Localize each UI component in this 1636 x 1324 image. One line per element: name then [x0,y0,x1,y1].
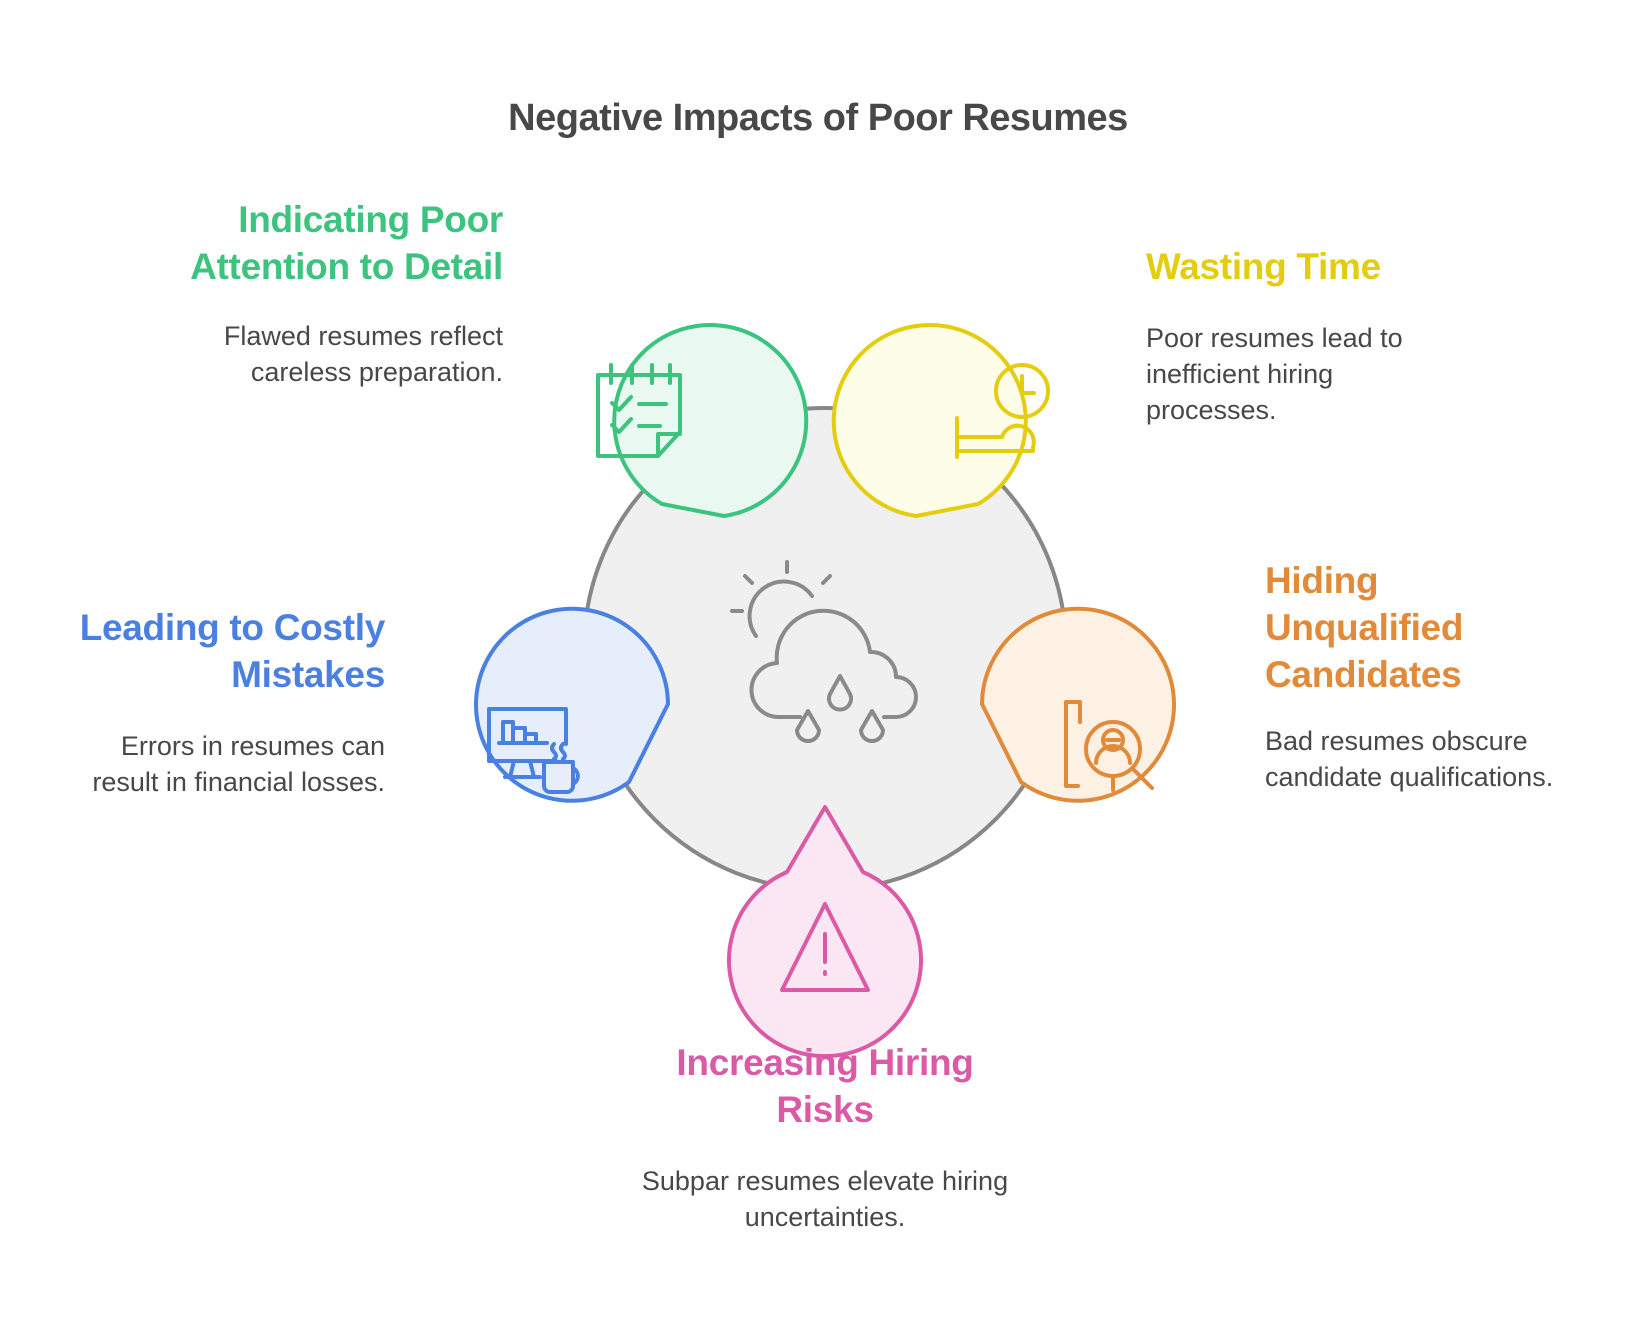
time-description: Poor resumes lead to inefficient hiring … [1146,323,1403,425]
attention-pin [596,323,809,518]
mistakes-pin-shape [474,606,670,803]
risks-pin-shape [727,805,923,1059]
calendar-checklist-icon [596,363,682,458]
risks-title: Increasing Hiring Risks [676,1042,974,1130]
attention-description: Flawed resumes reflect careless preparat… [223,321,503,387]
time-block: Wasting Time Poor resumes lead to ineffi… [1146,243,1446,428]
diagram-title: Negative Impacts of Poor Resumes [508,97,1128,139]
unqualified-pin [980,606,1176,803]
warning-triangle-icon [780,902,870,992]
mistakes-block: Leading to Costly Mistakes Errors in res… [60,604,386,800]
time-title: Wasting Time [1146,246,1381,287]
mistakes-pin [474,606,670,803]
mistakes-description: Errors in resumes can result in financia… [92,731,385,797]
unqualified-description: Bad resumes obscure candidate qualificat… [1265,726,1554,792]
attention-block: Indicating Poor Attention to Detail Flaw… [150,196,503,390]
clock-hand-icon [955,363,1050,459]
mistakes-title: Leading to Costly Mistakes [79,607,386,695]
time-pin [831,323,1050,518]
risks-pin [727,805,923,1059]
risks-block: Increasing Hiring Risks Subpar resumes e… [640,1039,1010,1235]
risks-description: Subpar resumes elevate hiring uncertaint… [641,1166,1009,1232]
search-person-document-icon [1064,700,1154,792]
unqualified-block: Hiding Unqualified Candidates [1265,557,1511,698]
attention-pin-shape [612,323,809,518]
attention-title: Indicating Poor Attention to Detail [190,199,503,287]
sun-cloud-rain-icon [730,560,918,743]
unqualified-description-block: Bad resumes obscure candidate qualificat… [1265,723,1605,795]
time-pin-shape [831,323,1028,518]
monitor-chart-coffee-icon [487,707,580,794]
unqualified-title: Hiding Unqualified Candidates [1265,560,1464,695]
